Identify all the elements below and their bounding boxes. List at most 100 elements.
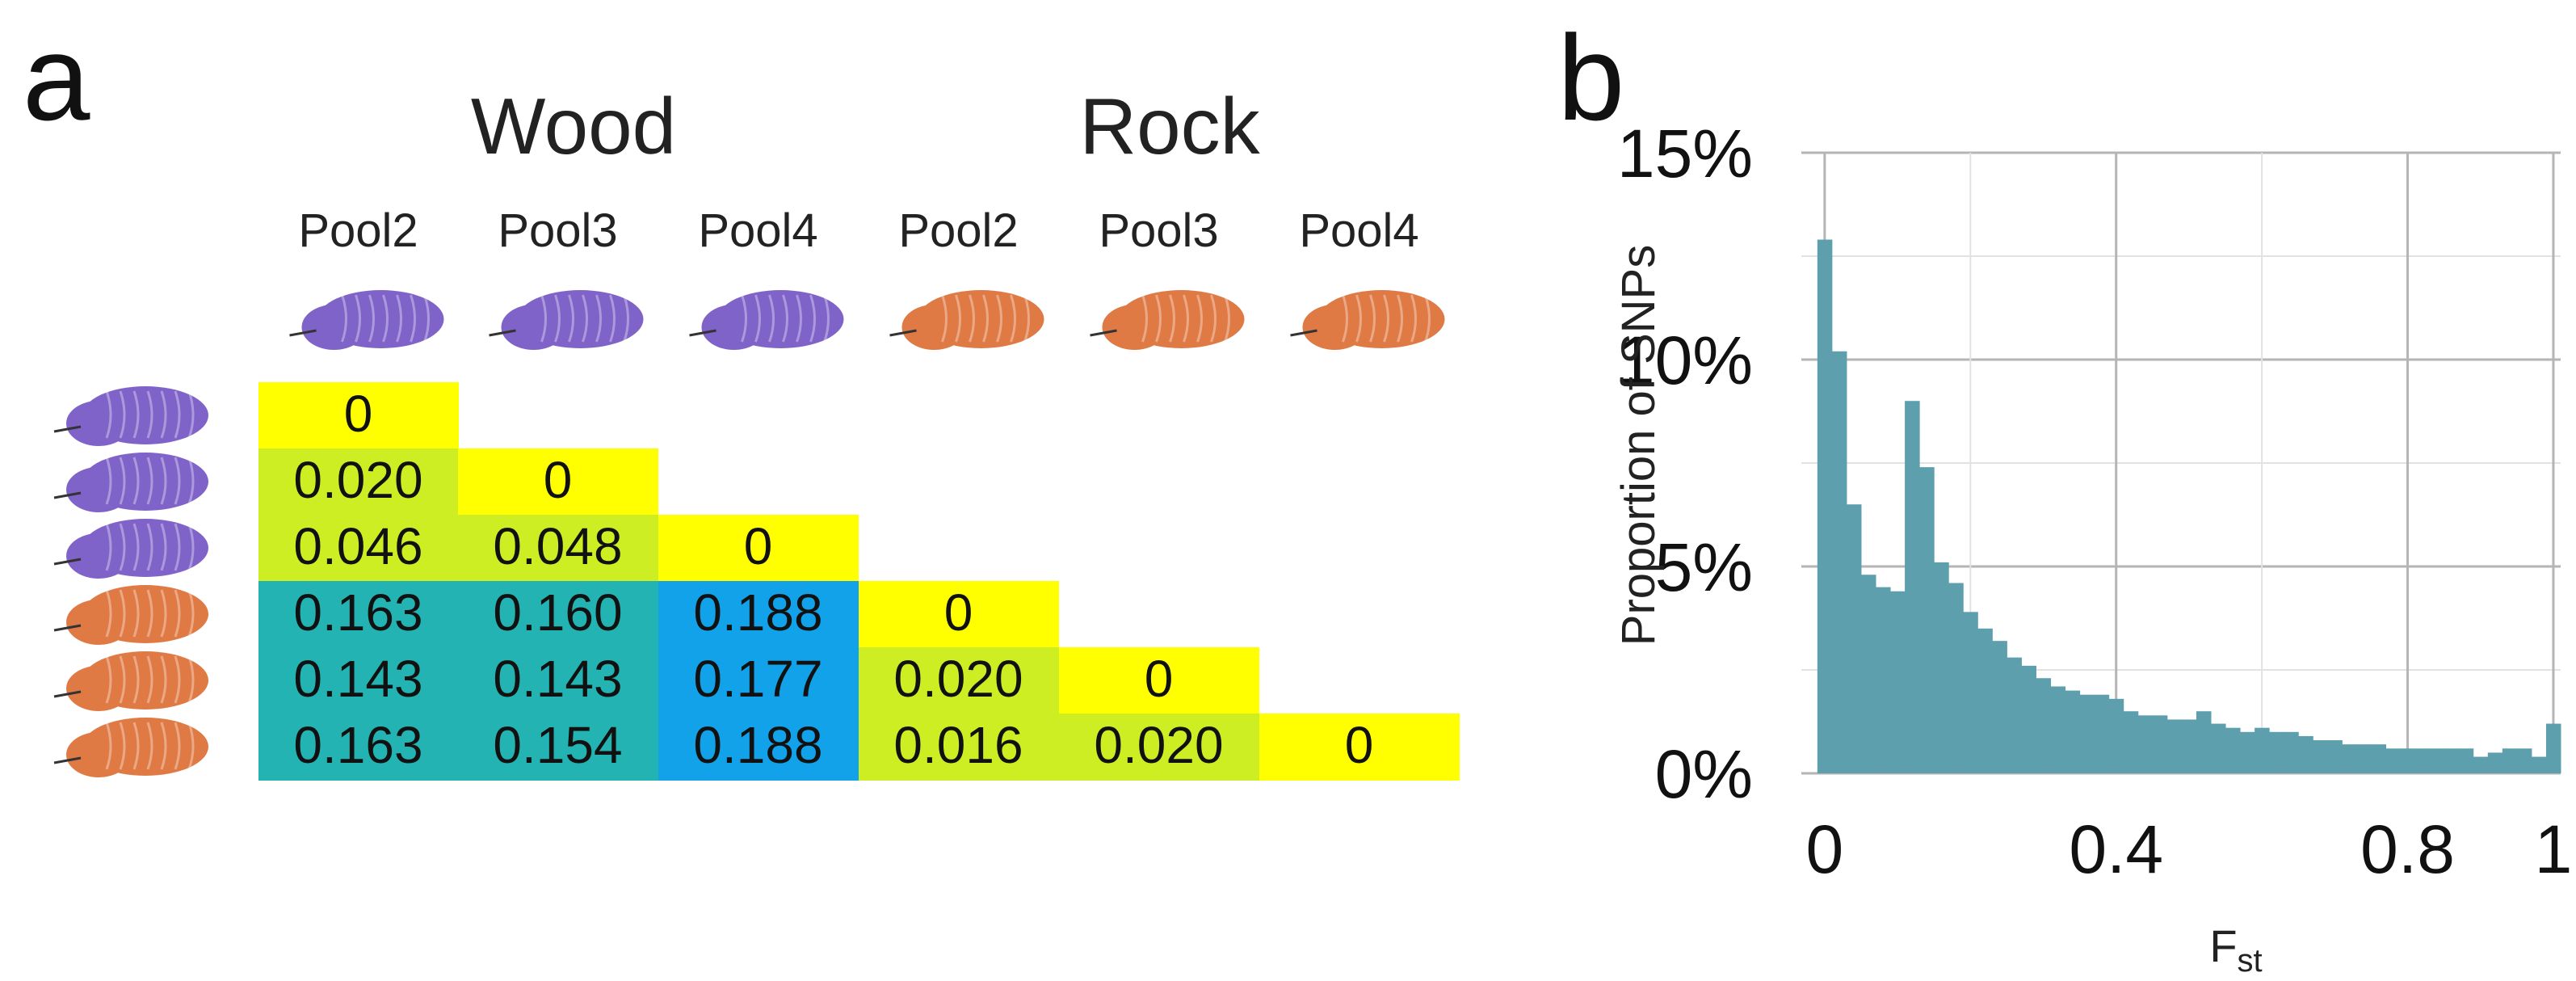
histogram-bar-26 [2196, 711, 2212, 773]
x-tick-label-1: 0.4 [2069, 811, 2163, 887]
heat-cell-r2-c1 [458, 515, 658, 582]
y-tick-labels: 0% 5% 10% 15% [1617, 116, 1753, 812]
histogram-bar-7 [1919, 467, 1935, 773]
heat-cell-r0-c0 [258, 382, 459, 449]
row-snail-icon-2 [53, 519, 208, 579]
x-axis-label: Fst [2209, 920, 2262, 979]
histogram-bar-34 [2313, 740, 2328, 773]
histogram-bar-13 [2007, 657, 2022, 773]
histogram-bar-29 [2240, 731, 2255, 773]
histogram-bar-8 [1934, 562, 1949, 773]
column-snail-icon-3 [889, 290, 1044, 350]
histogram-bar-17 [2065, 690, 2081, 773]
histogram-bar-39 [2385, 748, 2402, 773]
heat-cell-r5-c2 [658, 714, 859, 781]
heat-cell-r5-c0 [258, 714, 459, 781]
heat-cell-r2-c2 [658, 515, 859, 582]
histogram-bar-21 [2123, 711, 2139, 773]
heat-cell-value-r5-c1: 0.154 [493, 716, 622, 774]
histogram-bar-22 [2137, 715, 2154, 773]
histogram-bar-28 [2225, 727, 2241, 773]
histogram-bar-31 [2269, 731, 2284, 773]
group-label-rock: Rock [1079, 82, 1260, 171]
histogram-bar-33 [2298, 735, 2313, 773]
histogram-bar-23 [2152, 715, 2168, 773]
histogram-bar-0 [1817, 239, 1833, 773]
histogram-bar-32 [2284, 731, 2299, 773]
heat-cell-r4-c1 [458, 647, 658, 714]
histogram-bar-25 [2181, 719, 2197, 773]
heat-cell-value-r4-c3: 0.020 [893, 650, 1023, 708]
histogram-bar-36 [2342, 744, 2357, 773]
group-label-wood: Wood [471, 82, 676, 171]
heat-cell-value-r5-c2: 0.188 [693, 716, 822, 774]
y-tick-label-3: 15% [1617, 116, 1753, 192]
heat-cell-r5-c1 [458, 714, 658, 781]
histogram-bar-48 [2516, 748, 2532, 773]
heat-cell-value-r2-c0: 0.046 [293, 517, 422, 575]
row-snail-icon-4 [53, 651, 208, 711]
histogram-bar-40 [2400, 748, 2416, 773]
histogram-bar-24 [2166, 719, 2183, 773]
histogram-bar-11 [1977, 628, 1993, 773]
heat-cell-r3-c0 [258, 581, 459, 648]
histogram-bar-12 [1992, 641, 2007, 773]
heat-cell-value-r4-c4: 0 [1145, 650, 1174, 708]
column-header-2: Pool4 [698, 204, 817, 257]
histogram-bar-10 [1963, 612, 1978, 773]
panel-a-letter: a [23, 10, 90, 145]
column-snail-icon-4 [1090, 290, 1245, 350]
heat-cell-value-r1-c0: 0.020 [293, 451, 422, 509]
heat-cell-r5-c5 [1259, 714, 1460, 781]
heat-cell-value-r5-c4: 0.020 [1094, 716, 1223, 774]
heat-cell-r5-c3 [859, 714, 1059, 781]
x-tick-label-0: 0 [1806, 811, 1844, 887]
y-tick-label-2: 10% [1617, 322, 1753, 398]
histogram-bar-5 [1890, 591, 1906, 773]
x-axis-label-main: F [2209, 920, 2237, 971]
column-header-0: Pool2 [298, 204, 418, 257]
histogram-bar-2 [1846, 504, 1862, 773]
histogram-bar-42 [2429, 748, 2445, 773]
heat-cell-r2-c0 [258, 515, 459, 582]
histogram-bar-49 [2531, 756, 2547, 773]
heat-cell-value-r5-c0: 0.163 [293, 716, 422, 774]
column-snail-icon-0 [289, 290, 444, 350]
heatmap-cells: 0 0.020 0 0.046 0.048 0 0.163 0.160 0.188 0 0.143 0… [258, 382, 1460, 781]
column-snail-icon-5 [1290, 290, 1445, 350]
histogram-bar-6 [1905, 401, 1920, 773]
heat-cell-r1-c0 [258, 448, 459, 516]
heat-cell-value-r2-c2: 0 [744, 517, 773, 575]
histogram-bar-41 [2414, 748, 2431, 773]
histogram-bar-20 [2108, 698, 2124, 773]
y-tick-label-1: 5% [1655, 529, 1753, 605]
heat-cell-value-r4-c1: 0.143 [493, 650, 622, 708]
heat-cell-value-r3-c1: 0.160 [493, 583, 622, 642]
histogram-bar-50 [2545, 723, 2561, 773]
histogram-bar-30 [2255, 727, 2270, 773]
column-header-4: Pool3 [1099, 204, 1218, 257]
heat-cell-value-r5-c5: 0 [1345, 716, 1374, 774]
histogram-bar-3 [1860, 575, 1876, 773]
heat-cell-r3-c2 [658, 581, 859, 648]
heat-cell-r5-c4 [1059, 714, 1259, 781]
histogram-bar-14 [2021, 665, 2036, 773]
row-snail-icon-5 [53, 718, 208, 777]
histogram-bar-27 [2210, 723, 2226, 773]
column-header-1: Pool3 [498, 204, 617, 257]
heat-cell-r4-c4 [1059, 647, 1259, 714]
heat-cell-r4-c0 [258, 647, 459, 714]
histogram-bars [1817, 239, 2561, 773]
heat-cell-r4-c2 [658, 647, 859, 714]
row-snail-icon-3 [53, 585, 208, 645]
heat-cell-r4-c3 [859, 647, 1059, 714]
histogram-bar-35 [2327, 740, 2343, 773]
heat-cell-value-r2-c1: 0.048 [493, 517, 622, 575]
y-tick-label-0: 0% [1655, 736, 1753, 812]
heat-cell-value-r3-c3: 0 [944, 583, 973, 642]
heat-cell-r3-c3 [859, 581, 1059, 648]
x-tick-label-3: 1 [2535, 811, 2573, 887]
column-snail-icon-1 [489, 290, 644, 350]
